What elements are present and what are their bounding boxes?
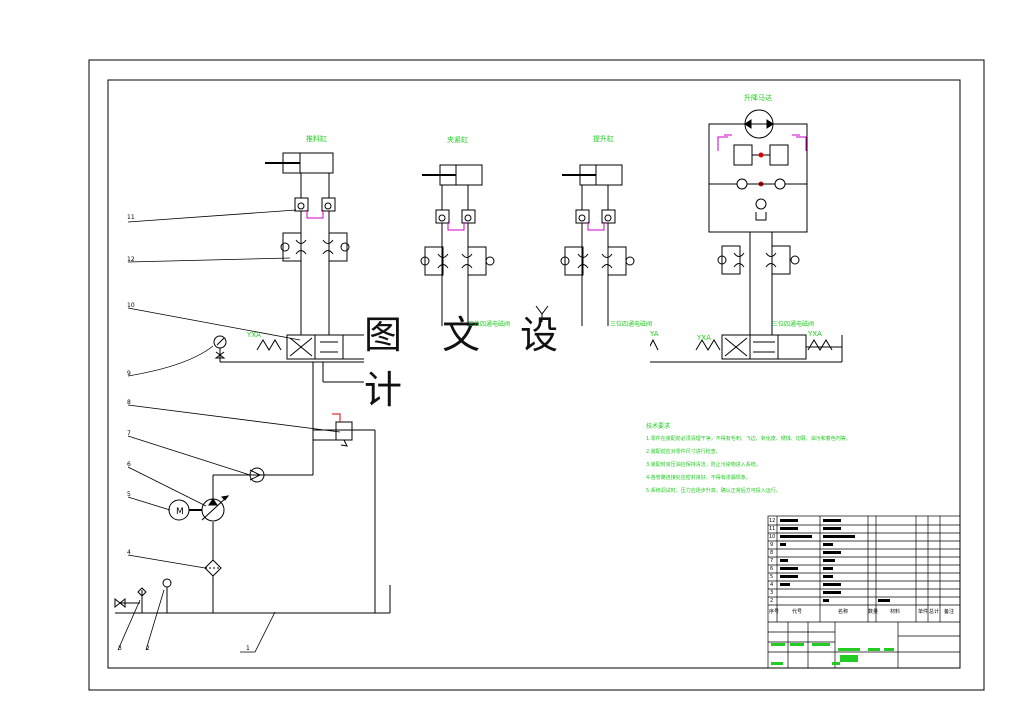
inner-border	[107, 79, 961, 669]
label-cylinder-1: 推料缸	[306, 135, 327, 143]
label-valve-3: 三位四通电磁阀	[610, 321, 653, 328]
label-valve-2: 三位四通电磁阀	[468, 321, 511, 328]
tb-header-qty: 数量	[868, 609, 879, 615]
tb-header-code: 代号	[792, 609, 803, 615]
label-cylinder-2: 夹紧缸	[447, 136, 468, 144]
main-lines	[290, 361, 842, 430]
label-motor: 升降马达	[744, 94, 772, 102]
tb-header-unit: 单件	[918, 609, 929, 615]
callout-1: 1	[246, 645, 250, 652]
tb-row-8: 8	[770, 550, 774, 556]
tb-row-4: 4	[770, 582, 774, 588]
supply-circuit: M	[114, 335, 391, 614]
tb-row-12: 12	[769, 518, 776, 524]
tb-row-10: 10	[769, 534, 776, 540]
tb-row-7: 7	[770, 558, 774, 564]
title-block	[767, 515, 961, 669]
callout-12: 12	[127, 256, 135, 263]
tb-row-5: 5	[770, 574, 774, 580]
callout-11: 11	[127, 214, 135, 221]
callout-9: 9	[127, 370, 131, 377]
tech-req-title: 技术要求	[646, 423, 671, 430]
watermark-text: 图 文 设 计	[364, 313, 573, 412]
tb-row-6: 6	[770, 566, 774, 572]
watermark-banner: 图 文 设 计	[364, 313, 650, 412]
title-block-green-marks	[771, 643, 894, 665]
cylinder-3-branch	[560, 164, 635, 330]
label-solenoid-right: YXA	[697, 334, 711, 342]
callout-7: 7	[127, 430, 131, 437]
tb-row-9: 9	[770, 542, 774, 548]
cylinder-1-branch	[265, 152, 350, 300]
tech-req-item-2: 2.装配前应对零件尺寸进行检查。	[646, 449, 721, 455]
callout-2: 2	[146, 645, 150, 652]
label-cylinder-3: 提升缸	[593, 135, 614, 143]
tech-req-item-4: 4.各管路连接处应密封良好，不得有渗漏现象。	[646, 475, 751, 481]
callout-5: 5	[127, 491, 131, 498]
tech-req-item-3: 3.装配时液压油应保持清洁，防止污染物进入系统。	[646, 462, 761, 468]
tb-header-index: 序号	[769, 609, 780, 615]
tb-row-11: 11	[769, 526, 776, 532]
technical-requirements: 技术要求 1.零件在装配前必须清理干净，不得有毛刺、飞边、氧化皮、锈蚀、切屑、油…	[646, 420, 866, 498]
leader-lines	[117, 209, 341, 653]
cylinder-2-branch	[420, 164, 495, 330]
relief-valve	[335, 421, 353, 441]
tb-header-name: 名称	[838, 609, 849, 615]
callout-4: 4	[127, 549, 131, 556]
hydraulic-motor-branch	[708, 109, 808, 335]
tb-row-3: 3	[770, 590, 774, 596]
tech-req-item-5: 5.系统调试时，压力应逐步升高，确认正常后方可投入运行。	[646, 488, 781, 494]
callout-8: 8	[127, 399, 131, 406]
tb-row-2: 2	[770, 598, 774, 604]
tech-req-item-1: 1.零件在装配前必须清理干净，不得有毛刺、飞边、氧化皮、锈蚀、切屑、油污和着色剂…	[646, 436, 851, 442]
title-block-entries	[780, 519, 890, 602]
tb-header-total: 总计	[929, 609, 940, 615]
label-solenoid-far-right: YXA	[808, 330, 822, 338]
callout-10: 10	[127, 302, 135, 309]
label-solenoid-left: YXA	[247, 331, 261, 339]
label-solenoid-mid: YA	[650, 330, 659, 338]
outer-border	[88, 59, 985, 691]
svg-text:M: M	[176, 507, 184, 517]
y-mark	[535, 305, 549, 322]
tb-header-material: 材料	[890, 609, 901, 615]
label-valve-4: 三位四通电磁阀	[772, 321, 815, 328]
directional-valve-1	[256, 300, 366, 360]
callout-6: 6	[127, 461, 131, 468]
callout-3: 3	[118, 645, 122, 652]
tb-header-remark: 备注	[944, 609, 955, 615]
